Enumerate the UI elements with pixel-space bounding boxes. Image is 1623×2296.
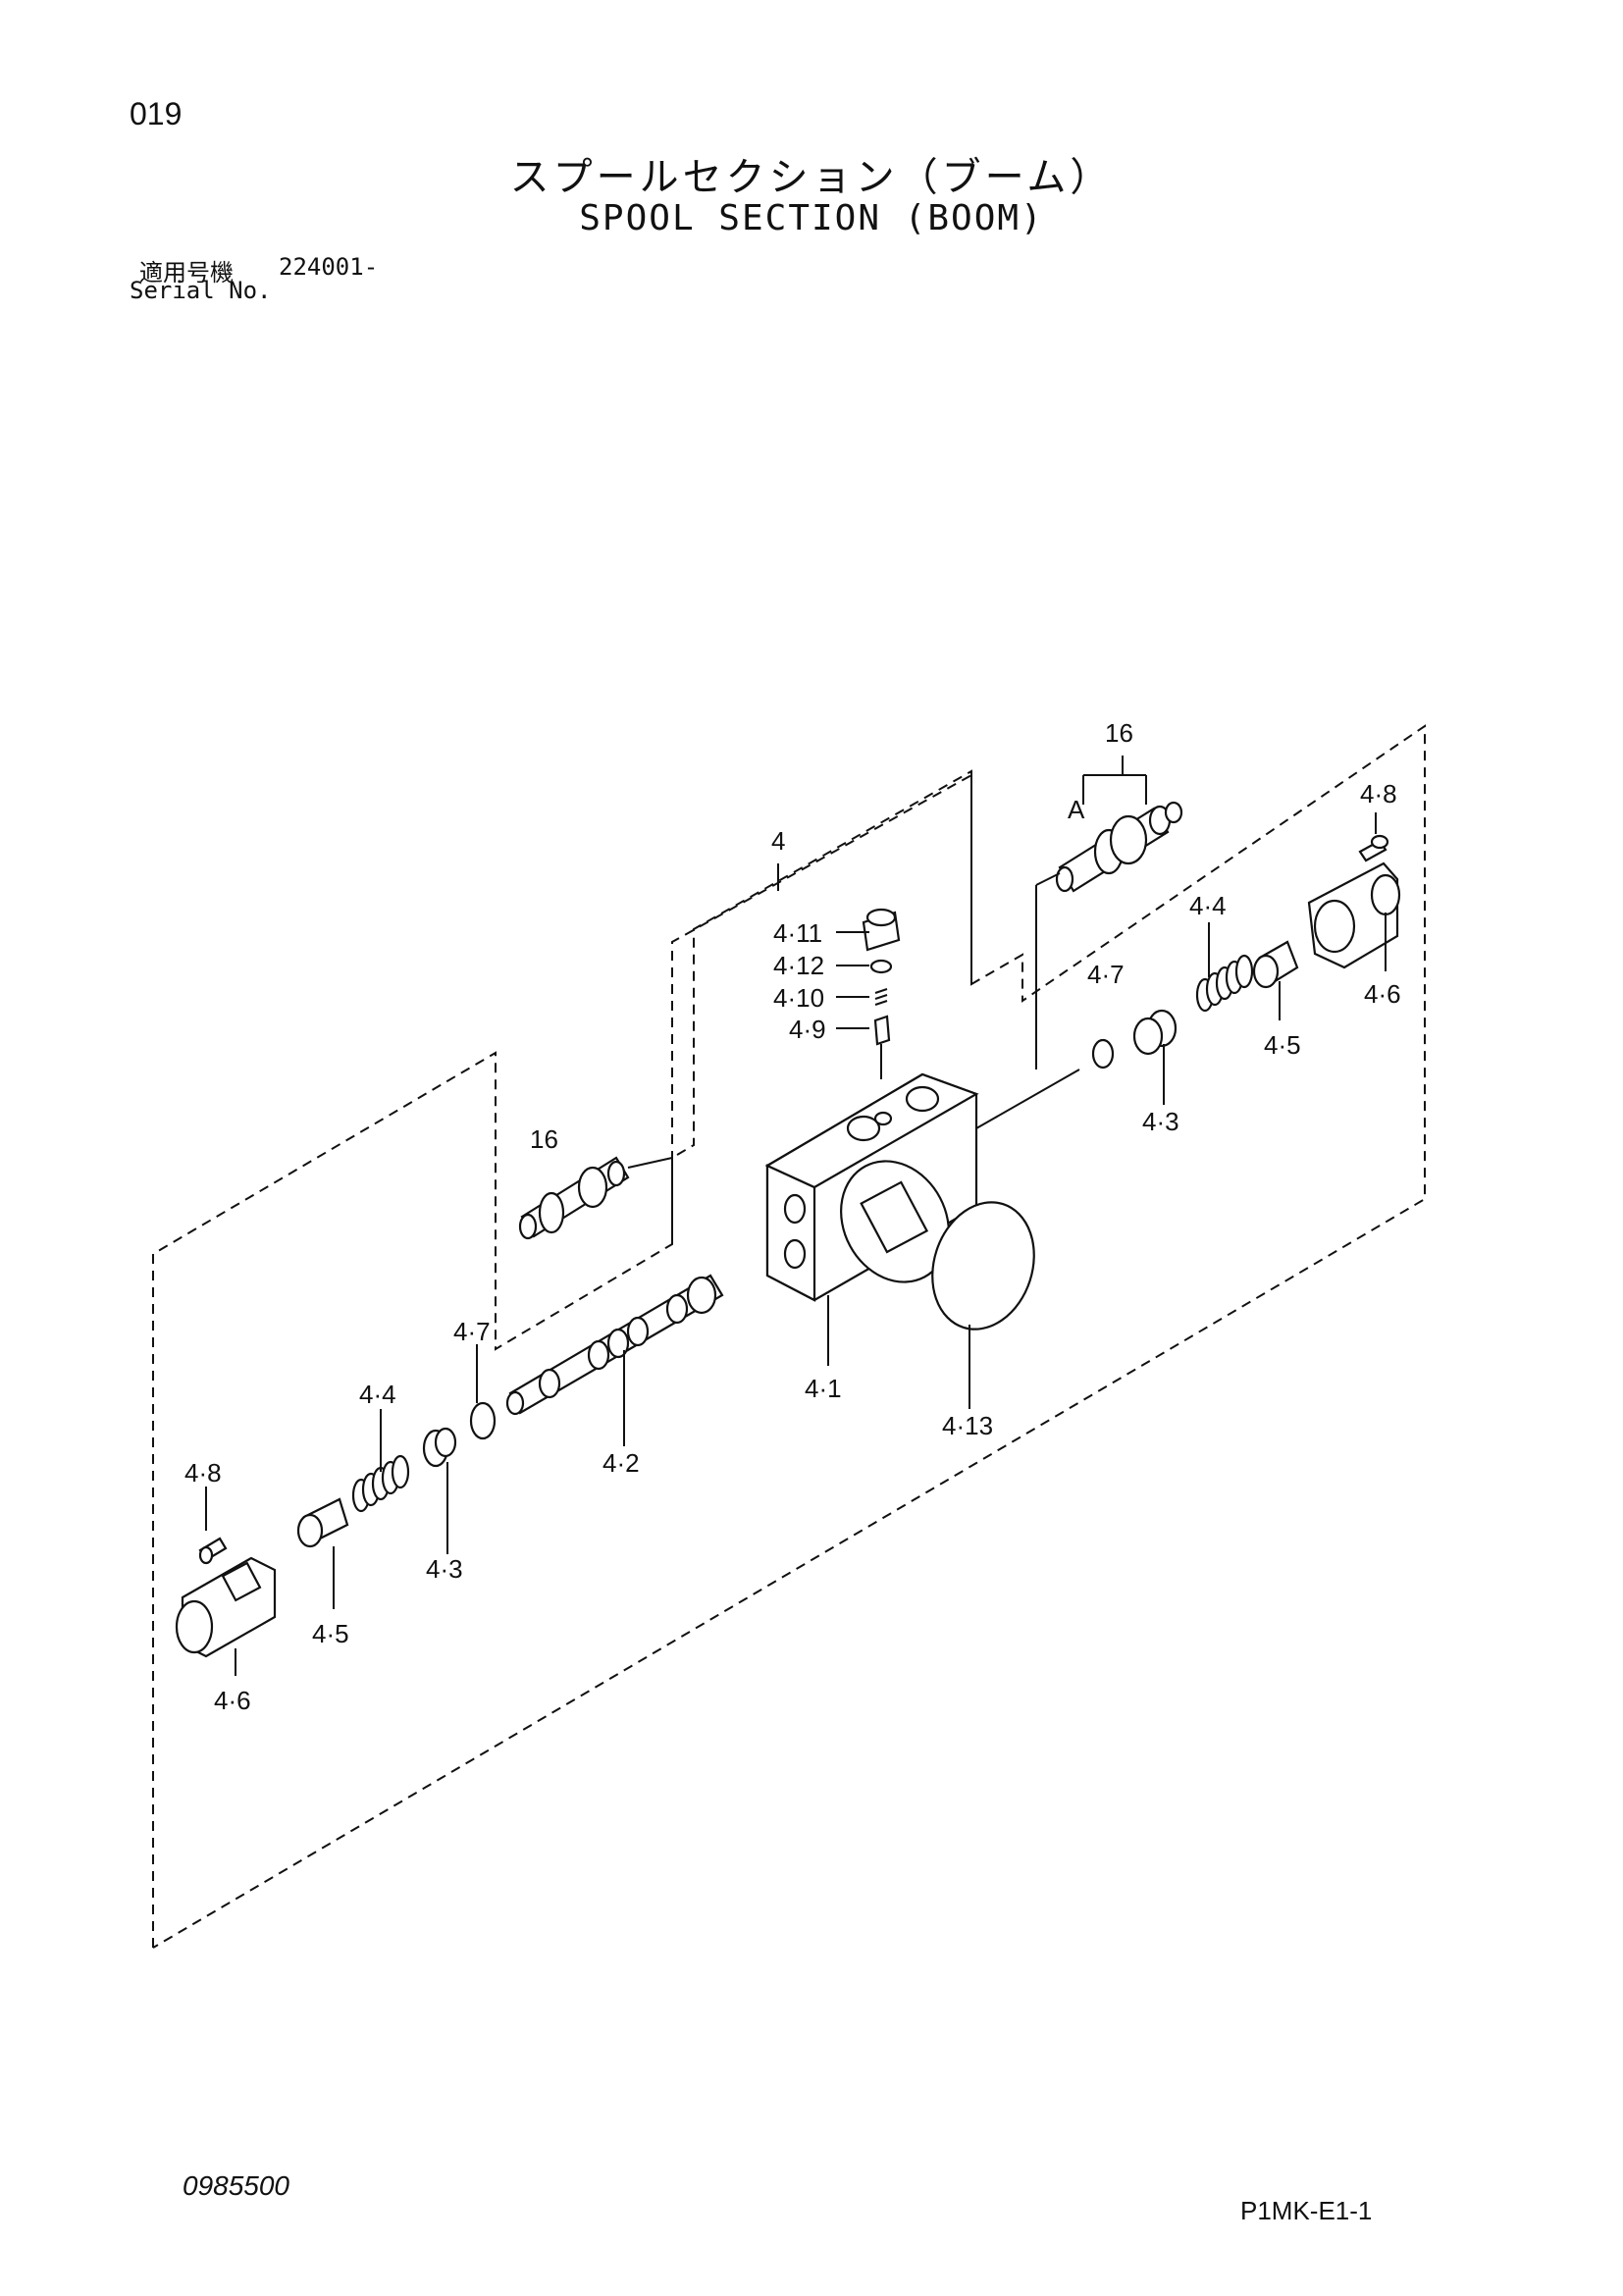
spring-seat-right-part (1132, 1009, 1178, 1056)
callout-4-3-right: 4·3 (1142, 1107, 1179, 1136)
o-ring-right-part (1091, 1038, 1115, 1070)
screw-left-part (198, 1537, 228, 1565)
callout-4-11: 4·11 (773, 918, 822, 948)
serial-label-english: Serial No. (130, 277, 272, 304)
callout-4-6-left: 4·6 (214, 1686, 251, 1715)
callout-4-3-left: 4·3 (426, 1554, 463, 1584)
callout-4-8-left: 4·8 (184, 1458, 222, 1487)
page-title-english: SPOOL SECTION (BOOM) (579, 198, 1044, 238)
page-code: P1MK-E1-1 (1240, 2196, 1373, 2225)
page-title-japanese: スプールセクション（ブーム） (509, 155, 1114, 200)
spool-part (505, 1274, 724, 1416)
callout-4-5-left: 4·5 (312, 1619, 349, 1648)
callout-4-4-left: 4·4 (359, 1380, 396, 1409)
assembly-dashed-outline (152, 724, 1426, 1949)
callout-4-7-left: 4·7 (453, 1317, 491, 1346)
valve-body-part (764, 1069, 1080, 1302)
spring-right-part (1195, 954, 1254, 1013)
relief-valve-top-part (1035, 801, 1183, 1070)
spring-seat-left-part (422, 1427, 457, 1468)
spring-guide-left-part (296, 1497, 349, 1548)
callout-4-6-right: 4·6 (1364, 979, 1401, 1009)
screw-right-part (1358, 834, 1389, 862)
callout-16-left: 16 (530, 1124, 558, 1154)
callout-4-8-right: 4·8 (1360, 779, 1397, 809)
spring-guide-right-part (1252, 940, 1299, 989)
callout-labels: 16 A 4·8 4 4·11 4·12 4·10 4·9 4·4 4·7 4·… (184, 718, 1401, 1715)
callout-4-1: 4·1 (805, 1374, 842, 1403)
plug-stack-part (862, 908, 901, 1079)
callout-4: 4 (771, 826, 785, 856)
callout-4-9: 4·9 (789, 1015, 826, 1044)
callout-4-2: 4·2 (602, 1448, 640, 1478)
callout-4-10: 4·10 (773, 983, 824, 1013)
callout-4-5-right: 4·5 (1264, 1030, 1301, 1060)
serial-label-japanese: 適用号機 (139, 259, 234, 287)
o-ring-left-part (469, 1401, 497, 1440)
callout-4-12: 4·12 (773, 951, 824, 980)
callout-a: A (1068, 795, 1085, 824)
serial-number-value: 224001- (279, 253, 379, 281)
leader-lines (205, 756, 1387, 1676)
callout-4-13: 4·13 (942, 1411, 993, 1440)
callout-4-4-right: 4·4 (1189, 891, 1227, 920)
o-ring-part (931, 1201, 1035, 1331)
page-number: 019 (130, 96, 183, 131)
callout-4-7-right: 4·7 (1087, 960, 1125, 989)
cap-left-part (175, 1556, 277, 1658)
callout-16-top: 16 (1105, 718, 1133, 748)
cap-right-part (1307, 861, 1401, 969)
relief-valve-left-part (518, 1156, 673, 1240)
spring-left-part (351, 1454, 410, 1513)
document-number: 0985500 (183, 2170, 290, 2201)
